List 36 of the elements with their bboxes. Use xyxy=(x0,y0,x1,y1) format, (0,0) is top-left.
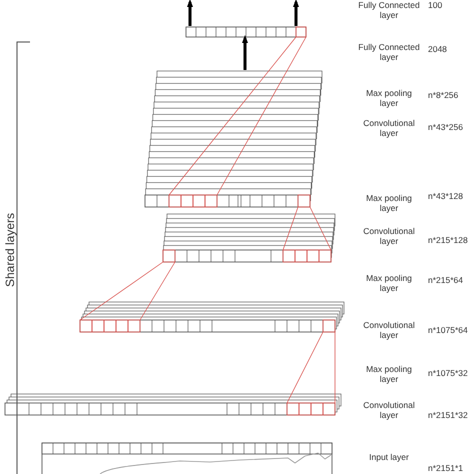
output-size: n*43*128 xyxy=(428,191,463,201)
output-size: n*43*256 xyxy=(428,122,463,132)
output-size: n*2151*32 xyxy=(428,410,468,420)
layer-stack xyxy=(4,394,342,416)
arrow xyxy=(242,35,248,70)
output-size: n*1075*32 xyxy=(428,368,468,378)
layer-name: Max pooling layer xyxy=(365,193,413,213)
layer-name: Fully Connected layer xyxy=(358,42,420,62)
layer-stack xyxy=(80,302,344,332)
output-size: n*8*256 xyxy=(428,90,458,100)
layer-name: Convolutional layer xyxy=(362,320,416,340)
output-size: 100 xyxy=(428,0,442,10)
arrow xyxy=(293,0,299,26)
connection-lines xyxy=(168,36,306,196)
layer-name: Max pooling layer xyxy=(365,364,413,384)
output-size: n*215*128 xyxy=(428,235,468,245)
arrow xyxy=(187,0,193,26)
output-size: n*2151*1 xyxy=(428,463,463,473)
layer-stack xyxy=(162,214,336,262)
layer-name: Max pooling layer xyxy=(365,273,413,293)
bracket-label: Shared layers xyxy=(3,212,17,290)
output-size: n*215*64 xyxy=(428,275,463,285)
layer-name: Fully Connected layer xyxy=(358,0,420,20)
layer-name: Convolutional layer xyxy=(362,226,416,246)
dense-layer-bar xyxy=(186,26,306,38)
layer-stack xyxy=(144,70,322,208)
connection-lines xyxy=(80,262,176,320)
input-signal-panel xyxy=(42,442,332,474)
layer-name: Max pooling layer xyxy=(365,88,413,108)
connection-lines xyxy=(282,206,332,250)
layer-name: Convolutional layer xyxy=(362,118,416,138)
output-size: n*1075*64 xyxy=(428,325,468,335)
connection-lines xyxy=(286,332,336,404)
output-size: 2048 xyxy=(428,44,447,54)
layer-name: Input layer xyxy=(368,452,410,462)
layer-name: Convolutional layer xyxy=(362,400,416,420)
